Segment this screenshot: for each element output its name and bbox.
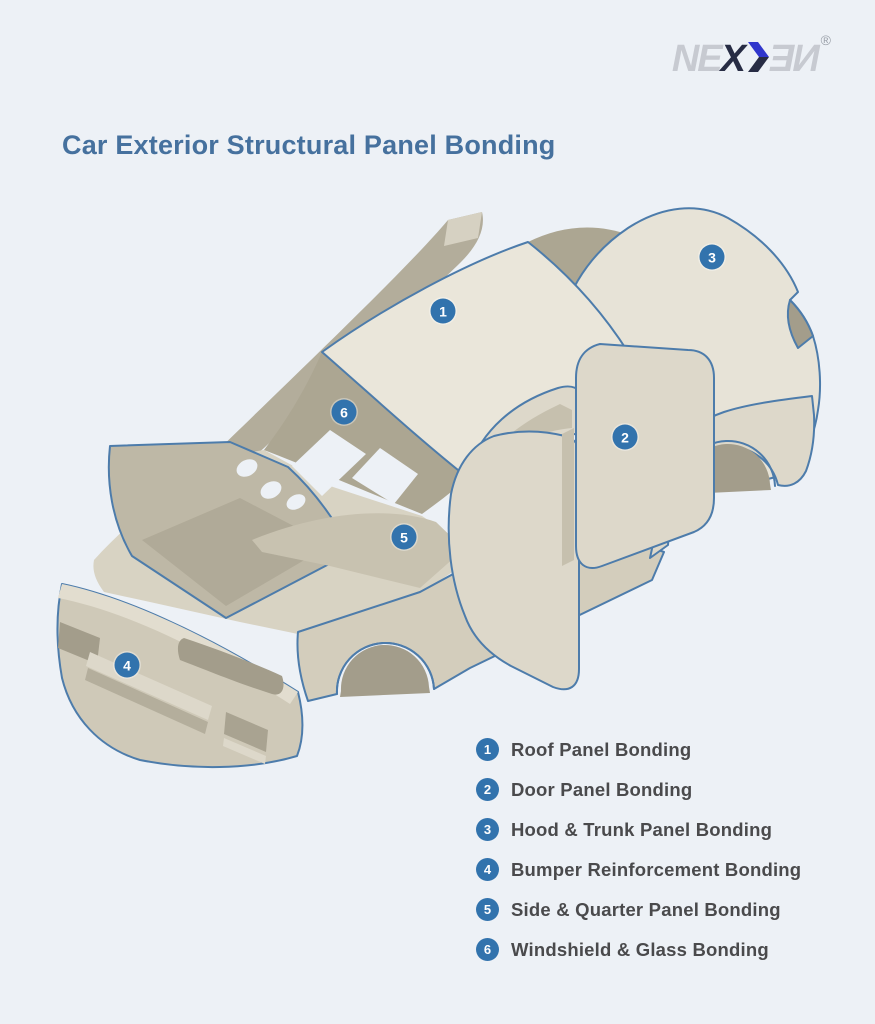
legend-number-badge: 4 [476,858,499,881]
marker-trunk: 3 [699,244,725,270]
legend-number-badge: 6 [476,938,499,961]
b-pillar-shape [562,428,574,566]
legend-label: Door Panel Bonding [511,778,693,800]
bumper-vent-shape [224,712,268,752]
legend-label: Side & Quarter Panel Bonding [511,898,781,920]
rear-door-panel-shape [575,343,715,569]
cowl-vent-shape [286,494,306,510]
legend-item-bumper: 4 Bumper Reinforcement Bonding [476,858,801,881]
nexgen-logo: NE X ƎИ ® [671,32,831,80]
cowl-vent-shape [236,459,258,477]
cowl-vent-shape [260,481,282,499]
legend-number-badge: 5 [476,898,499,921]
legend-item-hood-trunk: 3 Hood & Trunk Panel Bonding [476,818,801,841]
legend-label: Hood & Trunk Panel Bonding [511,818,773,840]
marker-roof: 1 [430,298,456,324]
nexgen-logo-word: NE X ƎИ [671,37,820,80]
legend-item-side-quarter: 5 Side & Quarter Panel Bonding [476,898,801,921]
marker-number: 5 [400,529,408,545]
tail-light-shape [786,299,814,349]
marker-number: 6 [340,404,348,420]
bumper-vent-stripe-shape [223,738,266,764]
marker-number: 1 [439,303,447,319]
legend-label: Roof Panel Bonding [511,738,692,760]
window-aperture-shape [352,448,418,504]
bumper-top-face-shape [58,584,298,704]
marker-number: 3 [708,249,716,265]
logo-chevron-icon [744,40,770,79]
marker-bumper: 4 [114,652,140,678]
marker-windshield: 6 [331,399,357,425]
legend: 1 Roof Panel Bonding 2 Door Panel Bondin… [476,738,801,961]
marker-door: 2 [612,424,638,450]
headlight-right-shape [177,638,284,695]
legend-label: Windshield & Glass Bonding [511,938,769,960]
registered-trademark-icon: ® [820,32,831,48]
grille-slot-lower-shape [85,668,208,734]
legend-number-badge: 2 [476,778,499,801]
headlight-left-shape [58,622,100,664]
logo-text-en: ƎИ [768,37,820,80]
front-wheel-arch-outline [335,641,435,695]
legend-item-door: 2 Door Panel Bonding [476,778,801,801]
marker-number: 2 [621,429,629,445]
legend-number-badge: 3 [476,818,499,841]
window-aperture-shape [292,430,366,496]
legend-item-windshield-glass: 6 Windshield & Glass Bonding [476,938,801,961]
logo-text-ne: NE [671,37,723,80]
marker-number: 4 [123,657,131,673]
front-wheel-arch-shape [340,644,430,697]
logo-text-x: X [720,37,746,80]
roof-rail-highlight-shape [444,212,482,246]
marker-side: 5 [391,524,417,550]
page-title: Car Exterior Structural Panel Bonding [62,130,556,161]
legend-label: Bumper Reinforcement Bonding [511,858,802,880]
legend-item-roof: 1 Roof Panel Bonding [476,738,801,761]
legend-number-badge: 1 [476,738,499,761]
engine-bay-floor-shape [142,498,330,606]
